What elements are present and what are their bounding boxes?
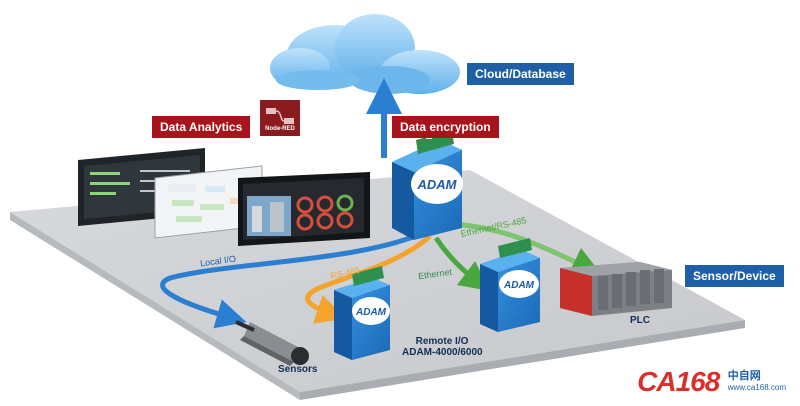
- cloud-icon: [270, 14, 460, 94]
- ca168-brand: CA168: [637, 366, 720, 397]
- node-red-text: Node-RED: [265, 126, 295, 132]
- adam-remote-device-1: ADAM: [334, 266, 390, 360]
- cloud-database-label: Cloud/Database: [467, 63, 574, 85]
- adam-label-main: ADAM: [417, 177, 458, 192]
- adam-label-remote-2: ADAM: [503, 280, 535, 291]
- remote-io-text: Remote I/O ADAM-4000/6000: [402, 336, 483, 358]
- plc-text: PLC: [630, 315, 650, 326]
- dashboard-screen-3: [238, 172, 370, 246]
- ethernet-line: [433, 236, 490, 292]
- ca168-cn: 中自网: [727, 369, 761, 382]
- remote-io-line1: Remote I/O: [415, 336, 469, 347]
- sensor-device: [235, 320, 309, 366]
- adam-remote-device-2: ADAM: [480, 238, 540, 332]
- local-io-line: [160, 229, 427, 329]
- node-red-logo: [260, 100, 300, 136]
- sensor-device-label: Sensor/Device: [685, 265, 784, 287]
- ethernet-rs485-line: [454, 221, 602, 275]
- rs485-line: [305, 234, 432, 324]
- adam-label-remote-1: ADAM: [355, 307, 387, 318]
- sensors-text: Sensors: [278, 364, 318, 375]
- data-analytics-label: Data Analytics: [152, 116, 251, 138]
- ca168-watermark: CA168 中自网 www.ca168.com: [637, 366, 786, 398]
- remote-io-line2: ADAM-4000/6000: [402, 347, 483, 358]
- ca168-site: www.ca168.com: [727, 383, 786, 392]
- plc-device: [560, 262, 672, 316]
- data-encryption-label: Data encryption: [392, 116, 499, 138]
- adam-gateway-device: ADAM: [392, 130, 463, 240]
